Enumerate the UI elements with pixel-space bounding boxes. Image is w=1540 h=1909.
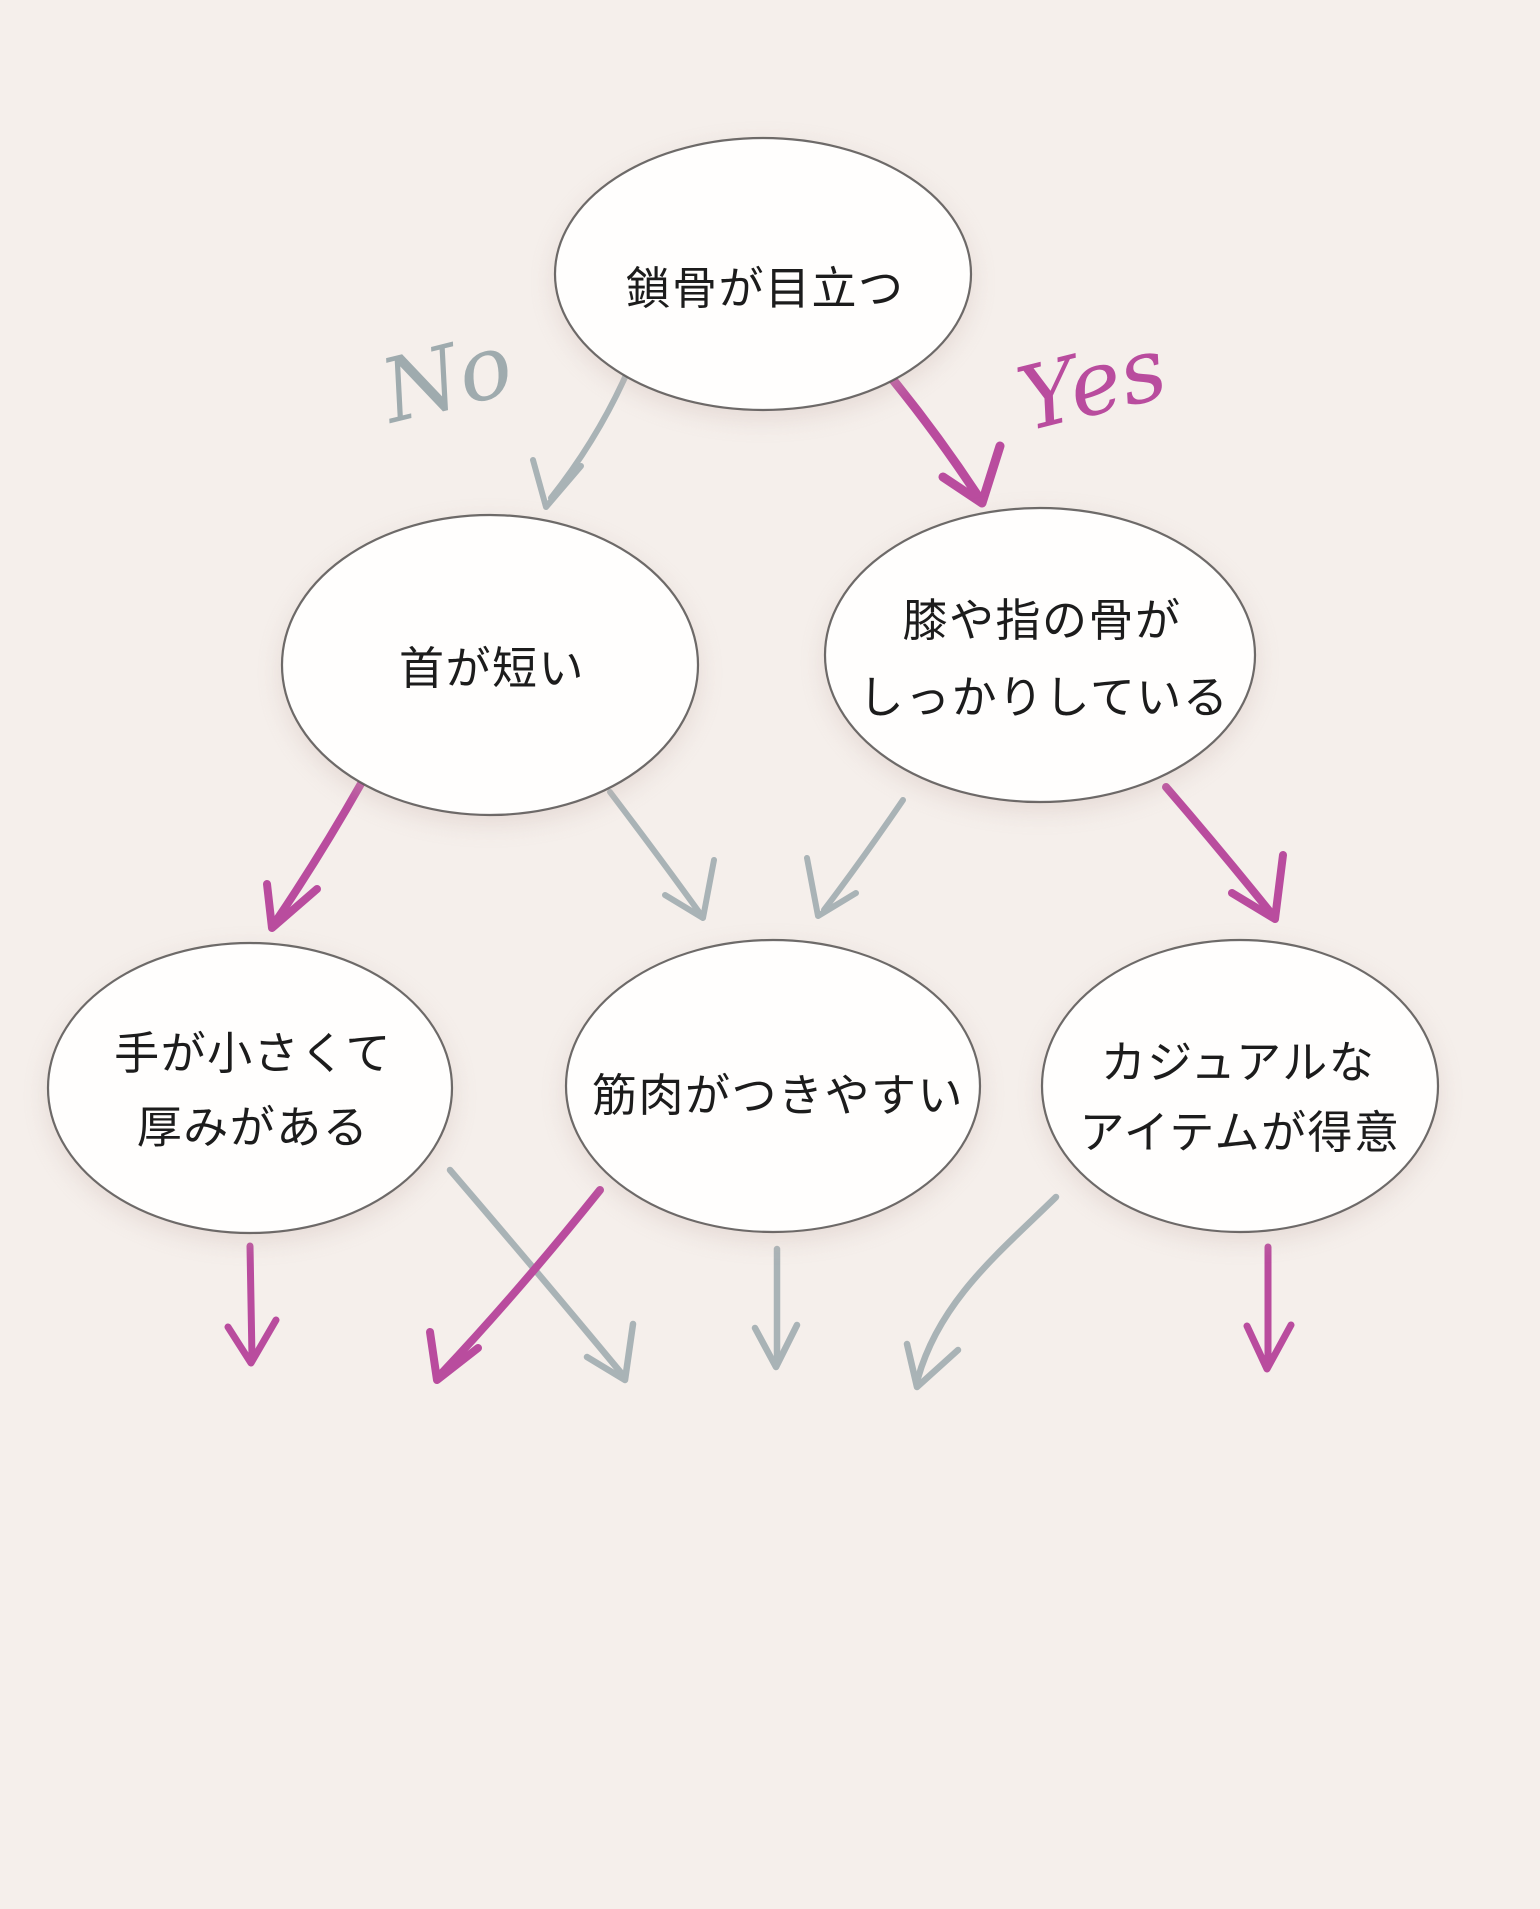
- node-small-thick-hands-ellipse: [46, 941, 454, 1235]
- node-muscle-easily-label: 筋肉がつきやすい: [592, 1070, 964, 1121]
- node-small-thick-hands-label-line2: 厚みがある: [137, 1102, 370, 1153]
- arrow-no-collarbone-to-neck: [530, 363, 633, 510]
- node-short-neck: 首が短い: [280, 513, 700, 817]
- branch-label-no: No: [369, 312, 522, 444]
- node-casual-items-label-line2: アイテムが得意: [1079, 1107, 1400, 1158]
- node-knee-finger-bones-ellipse: [823, 506, 1257, 804]
- node-short-neck-label: 首が短い: [399, 643, 585, 694]
- node-knee-finger-bones-label-line2: しっかりしている: [859, 672, 1230, 723]
- arrow-casual-down-left-curved: [903, 1193, 1060, 1391]
- node-muscle-easily: 筋肉がつきやすい: [564, 938, 982, 1234]
- arrow-hands-down: [224, 1242, 280, 1367]
- node-casual-items-label-line1: カジュアルな: [1101, 1037, 1376, 1088]
- node-small-thick-hands-label-line1: 手が小さくて: [114, 1028, 392, 1079]
- branch-label-yes: Yes: [1008, 316, 1176, 452]
- node-casual-items-ellipse: [1040, 938, 1440, 1234]
- node-knee-finger-bones-label-line1: 膝や指の骨が: [902, 595, 1181, 646]
- node-collarbone-label: 鎖骨が目立つ: [625, 263, 904, 314]
- arrow-muscle-down: [751, 1245, 801, 1371]
- node-collarbone-ellipse: [553, 136, 973, 412]
- arrow-casual-down: [1243, 1243, 1295, 1373]
- arrow-neck-to-muscle: [607, 789, 717, 921]
- arrow-hands-down-right: [446, 1166, 637, 1384]
- node-knee-finger-bones: 膝や指の骨が しっかりしている: [823, 506, 1257, 804]
- node-short-neck-ellipse: [280, 513, 700, 817]
- arrow-muscle-down-left: [426, 1186, 604, 1384]
- node-collarbone: 鎖骨が目立つ: [553, 136, 973, 412]
- arrow-knee-finger-to-muscle: [804, 797, 906, 919]
- node-casual-items: カジュアルな アイテムが得意: [1040, 938, 1440, 1234]
- node-small-thick-hands: 手が小さくて 厚みがある: [46, 941, 454, 1235]
- arrow-neck-to-hands: [263, 778, 366, 932]
- node-muscle-easily-ellipse: [564, 938, 982, 1234]
- arrow-knee-finger-to-casual: [1162, 783, 1287, 923]
